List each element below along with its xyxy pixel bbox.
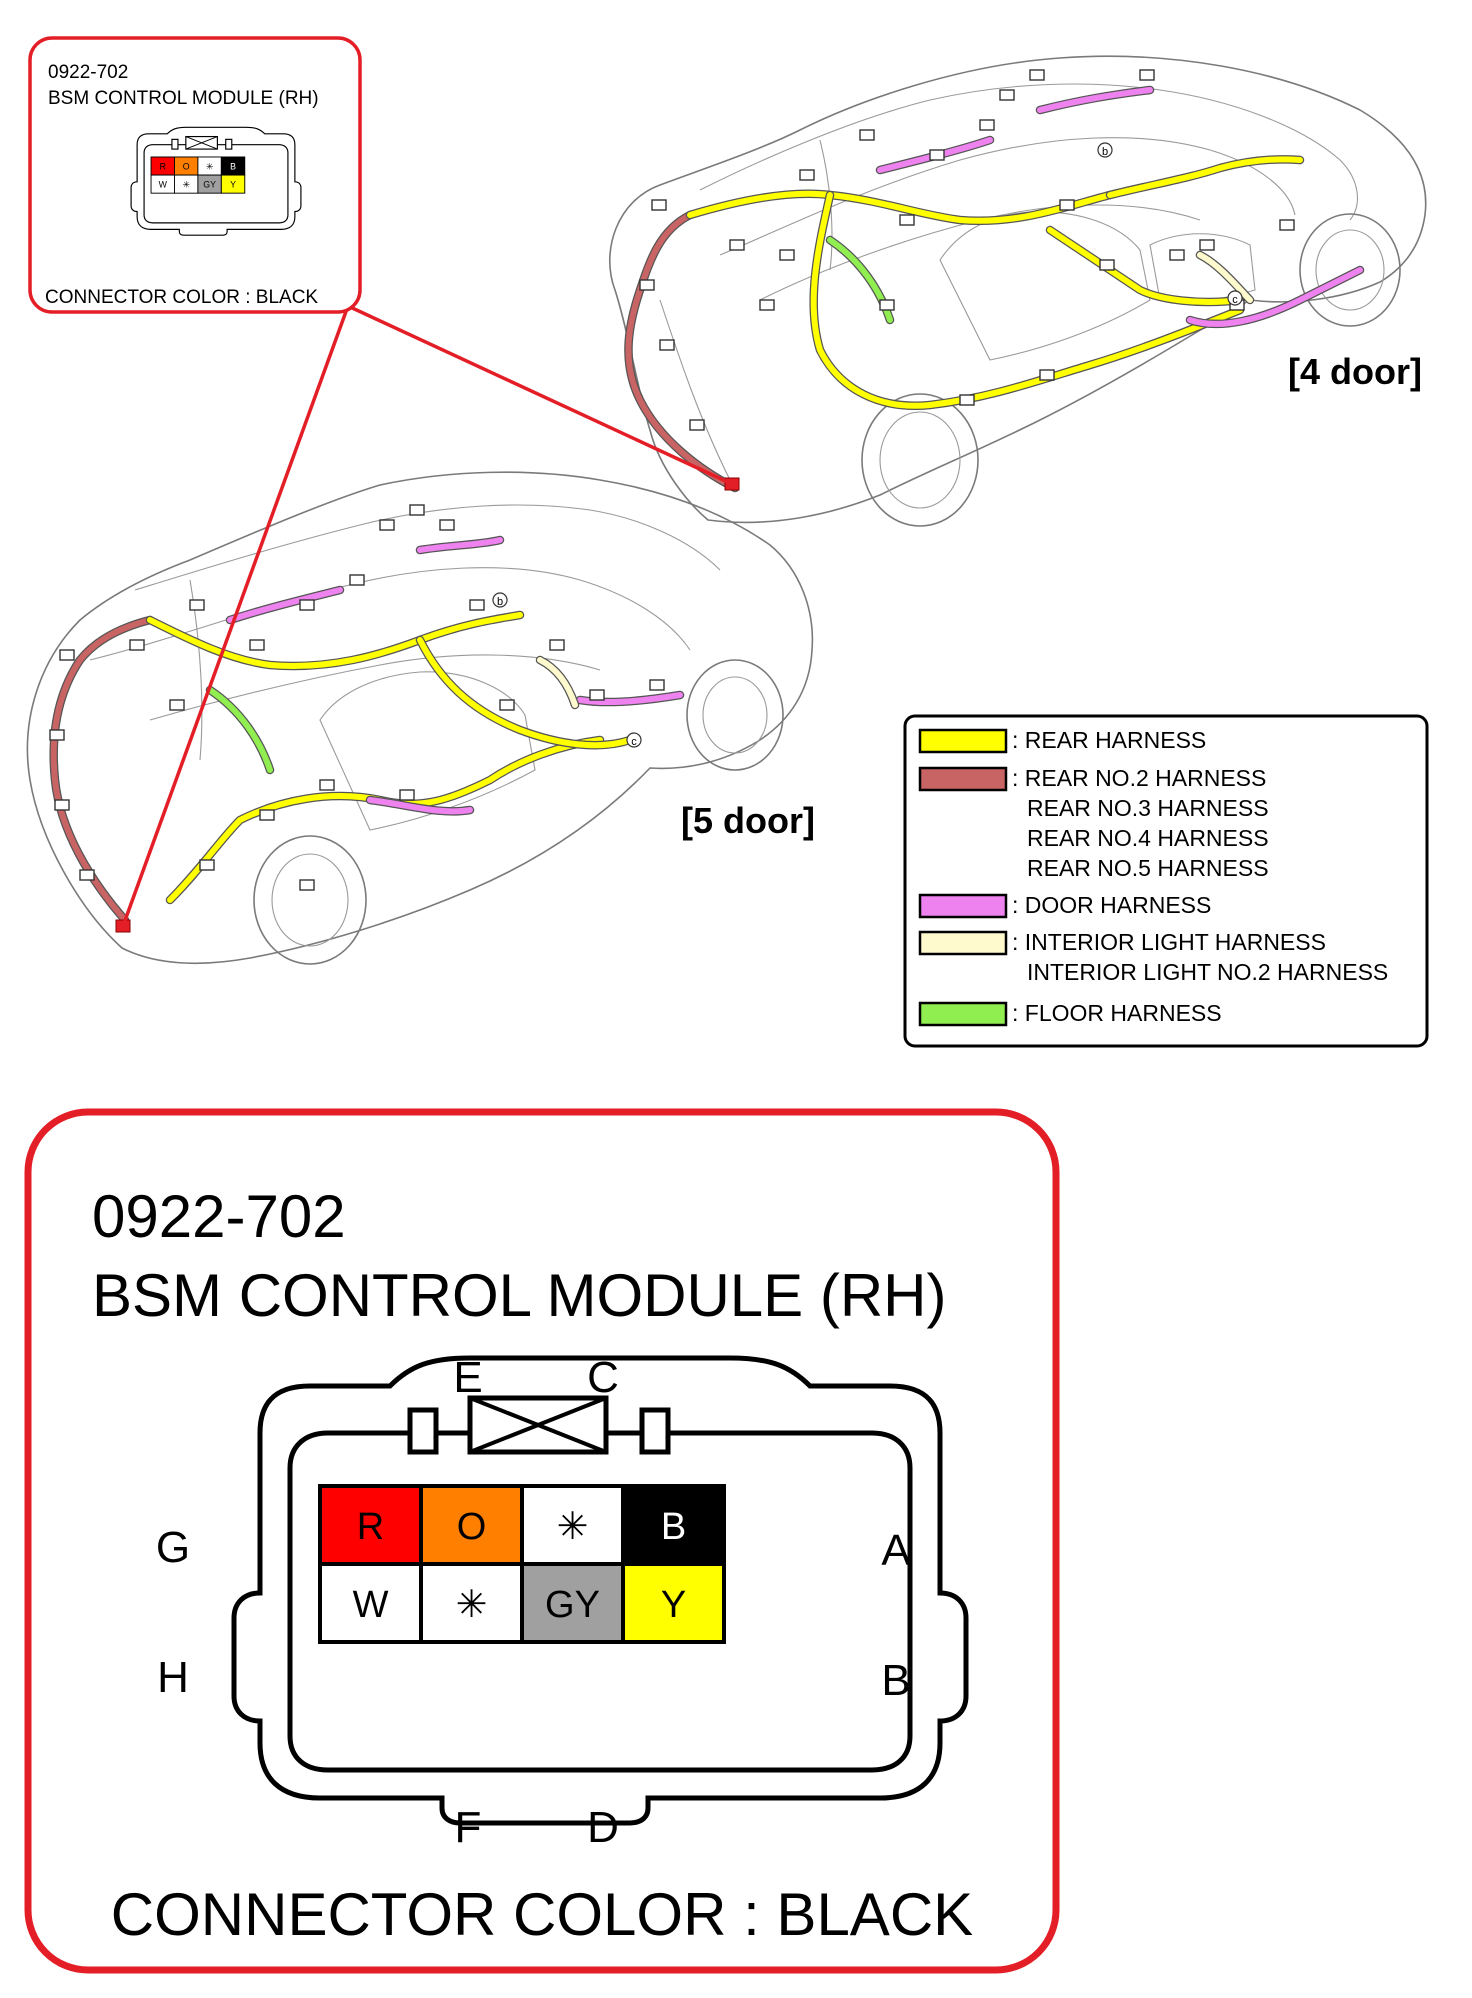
legend-label: REAR NO.5 HARNESS <box>1027 855 1269 881</box>
five-door-label: [5 door] <box>681 800 815 841</box>
small-connector-name: BSM CONTROL MODULE (RH) <box>48 88 319 109</box>
pin-label-e: E <box>453 1353 482 1402</box>
legend-label: REAR NO.3 HARNESS <box>1027 795 1269 821</box>
pin-cell <box>520 1484 625 1566</box>
pin-cell <box>520 1562 625 1644</box>
four-door-label: [4 door] <box>1288 351 1422 392</box>
pin-label-a: A <box>881 1526 911 1575</box>
pin-label-f: F <box>455 1803 482 1852</box>
pin-cell <box>621 1562 726 1644</box>
pin-label-c: C <box>587 1353 619 1402</box>
legend-swatch <box>918 893 1008 919</box>
connector-callout-large: 0922-702 BSM CONTROL MODULE (RH) R O ✳ B W ✳ G… <box>24 1108 1060 1974</box>
legend-label: : REAR NO.2 HARNESS <box>1012 765 1266 791</box>
connector-callout-small: 0922-702 BSM CONTROL MODULE (RH) CONNECT… <box>28 36 362 314</box>
pin-label-g: G <box>156 1523 190 1572</box>
pin-color-label: R <box>357 1506 384 1548</box>
legend-label: : DOOR HARNESS <box>1012 892 1211 918</box>
reference-c-label-5door: c <box>631 736 637 748</box>
legend-label: INTERIOR LIGHT NO.2 HARNESS <box>1027 959 1388 985</box>
pin-color-label: B <box>661 1506 686 1548</box>
pin-cell <box>419 1562 524 1644</box>
legend-label: : REAR HARNESS <box>1012 727 1206 753</box>
connector-face: R O ✳ B W ✳ GY Y <box>231 1355 969 1826</box>
connector-name: BSM CONTROL MODULE (RH) <box>92 1262 946 1329</box>
legend-label: : FLOOR HARNESS <box>1012 1000 1222 1026</box>
legend-swatch <box>918 930 1008 956</box>
pin-color-label: Y <box>661 1584 686 1626</box>
small-connector-code: 0922-702 <box>48 62 128 83</box>
pin-color-label: O <box>457 1506 487 1548</box>
harness-legend: : REAR HARNESS : REAR NO.2 HARNESS REAR NO… <box>903 714 1429 1048</box>
reference-b-label-5door: b <box>497 596 503 608</box>
five-door-car-illustration <box>26 471 814 965</box>
pin-label-b: B <box>881 1656 910 1705</box>
pin-color-label: ✳ <box>456 1584 488 1626</box>
four-door-car-illustration <box>608 55 1427 527</box>
pin-cell <box>419 1484 524 1566</box>
pin-cell <box>318 1562 423 1644</box>
legend-swatch <box>918 766 1008 792</box>
small-connector-color-caption: CONNECTOR COLOR : BLACK <box>45 287 318 308</box>
pin-label-h: H <box>157 1653 189 1702</box>
legend-swatch <box>918 1001 1008 1027</box>
legend-label: REAR NO.4 HARNESS <box>1027 825 1269 851</box>
pin-color-label: W <box>353 1584 389 1626</box>
legend-label: : INTERIOR LIGHT HARNESS <box>1012 929 1326 955</box>
connector-color-caption: CONNECTOR COLOR : BLACK <box>111 1881 973 1948</box>
pin-label-d: D <box>587 1803 619 1852</box>
five-door-harness-wires: b c <box>49 504 685 933</box>
pin-color-label: GY <box>545 1584 600 1626</box>
reference-b-label-4door: b <box>1102 146 1108 158</box>
four-door-harness-wires: b c <box>624 69 1365 493</box>
legend-swatch <box>918 728 1008 754</box>
leader-line-5door <box>121 305 350 927</box>
leader-line-4door <box>347 304 733 486</box>
connector-code: 0922-702 <box>92 1183 346 1250</box>
pin-color-label: ✳ <box>557 1506 589 1548</box>
reference-c-label-4door: c <box>1232 294 1238 306</box>
